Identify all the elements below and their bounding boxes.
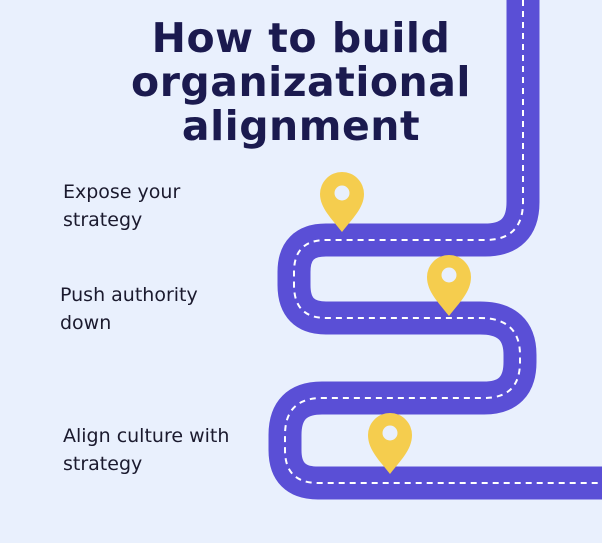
step-3-line-1: Align culture with xyxy=(63,425,230,447)
step-align-culture: Align culture with strategy xyxy=(63,422,229,478)
road-center-dashes xyxy=(284,0,602,484)
step-2-line-1: Push authority xyxy=(60,284,198,306)
step-1-line-1: Expose your xyxy=(63,181,181,203)
location-pin-icon-1 xyxy=(320,172,364,232)
location-pin-icon-3 xyxy=(368,413,412,474)
title-line-1: How to build xyxy=(151,14,451,62)
title-line-3: alignment xyxy=(181,102,421,150)
step-3-line-2: strategy xyxy=(63,453,143,475)
step-expose-strategy: Expose your strategy xyxy=(63,178,180,234)
step-push-authority: Push authority down xyxy=(60,281,198,337)
road-band xyxy=(268,0,602,500)
step-2-line-2: down xyxy=(60,312,112,334)
title-line-2: organizational xyxy=(131,58,471,106)
location-pin-icon-2 xyxy=(427,255,471,316)
page-title: How to build organizational alignment xyxy=(0,16,602,148)
step-1-line-2: strategy xyxy=(63,209,143,231)
